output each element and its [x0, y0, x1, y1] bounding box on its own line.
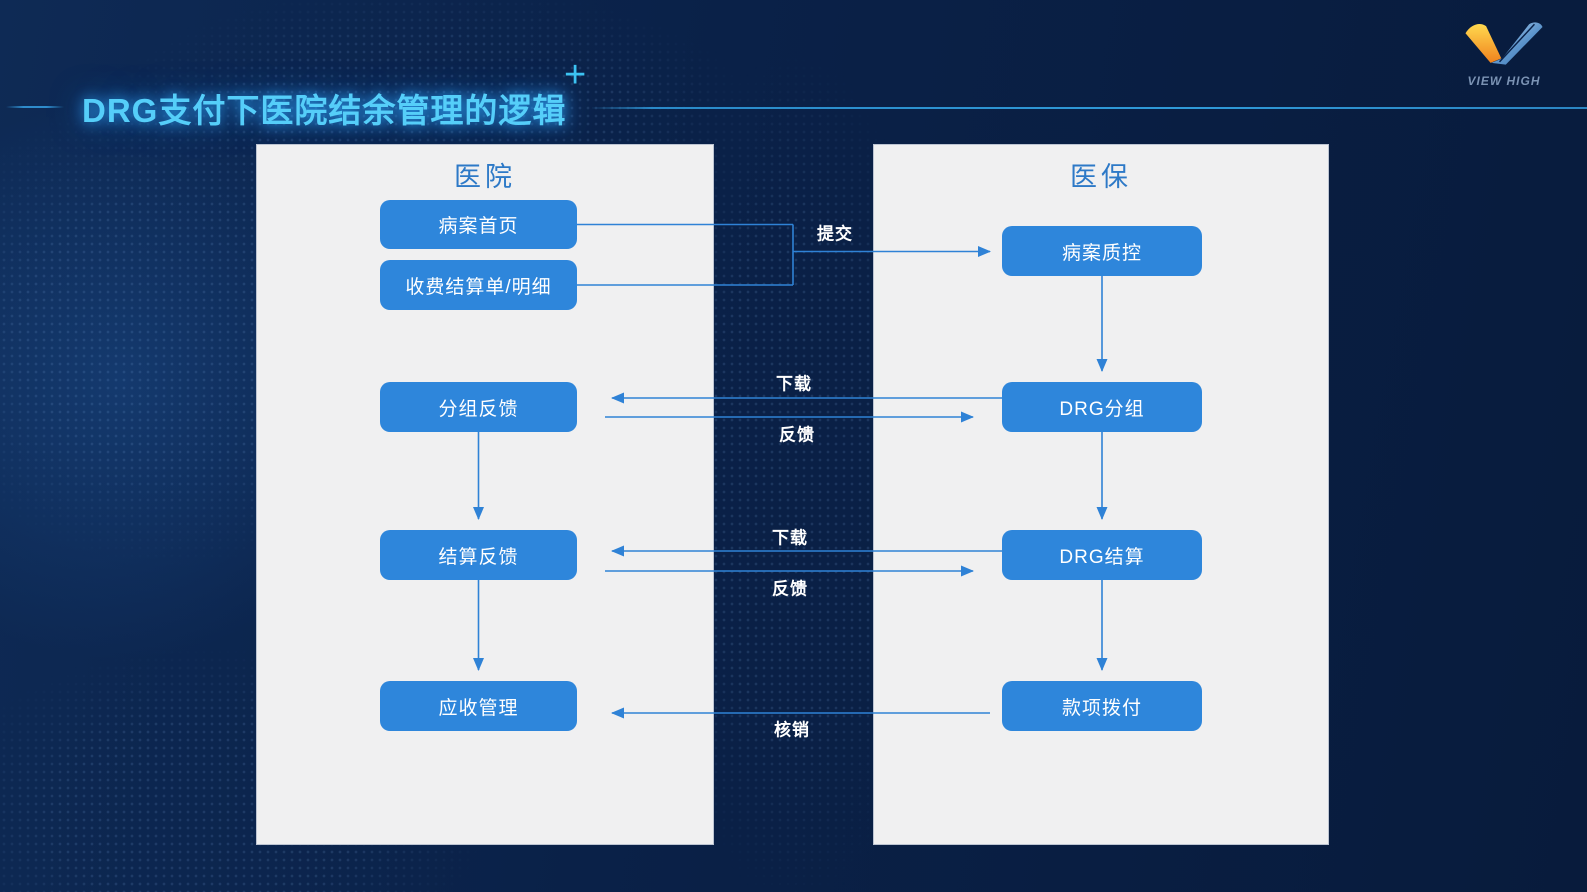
node-medical-record-front-page: 病案首页 — [380, 200, 577, 249]
node-drg-settlement: DRG结算 — [1002, 530, 1202, 580]
title-right-line — [592, 107, 1587, 109]
insurance-panel-title: 医保 — [1070, 162, 1132, 192]
node-medical-record-qc: 病案质控 — [1002, 226, 1202, 276]
node-billing-statement-detail: 收费结算单/明细 — [380, 260, 577, 310]
node-drg-grouping: DRG分组 — [1002, 382, 1202, 432]
page-title: DRG支付下医院结余管理的逻辑 — [82, 92, 567, 129]
node-receivables-management: 应收管理 — [380, 681, 577, 731]
node-grouping-feedback: 分组反馈 — [380, 382, 577, 432]
viewhigh-logo-text: VIEW HIGH — [1467, 74, 1541, 88]
flow-label-feedback-1: 反馈 — [779, 425, 815, 445]
hospital-panel-title: 医院 — [454, 162, 516, 192]
node-settlement-feedback: 结算反馈 — [380, 530, 577, 580]
hospital-panel: 医院 — [256, 144, 714, 845]
title-left-line — [6, 106, 64, 108]
plus-decoration-icon: + — [564, 54, 587, 96]
viewhigh-logo-icon — [1465, 22, 1543, 65]
node-payment-disbursement: 款项拨付 — [1002, 681, 1202, 731]
flow-label-feedback-2: 反馈 — [772, 579, 808, 599]
viewhigh-logo: VIEW HIGH — [1452, 20, 1556, 88]
flow-label-download-2: 下载 — [772, 528, 808, 548]
flow-label-submit: 提交 — [817, 224, 853, 244]
flow-label-writeoff: 核销 — [774, 720, 810, 740]
flow-label-download-1: 下载 — [776, 374, 812, 394]
